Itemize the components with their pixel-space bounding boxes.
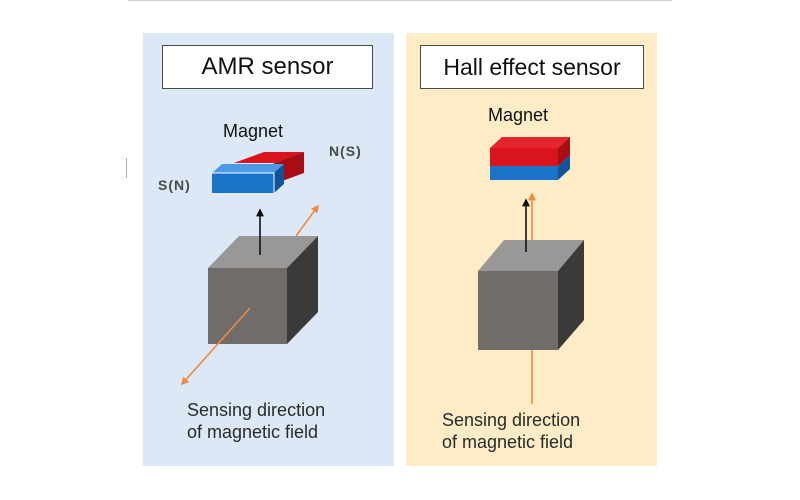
amr-sense-arrow-upper-icon bbox=[295, 204, 319, 237]
hall-title: Hall effect sensor bbox=[420, 45, 644, 89]
hall-magnet-red-front bbox=[490, 148, 558, 166]
hall-magnet bbox=[490, 137, 570, 180]
amr-title: AMR sensor bbox=[162, 45, 373, 89]
amr-pole-right-label: N(S) bbox=[329, 143, 362, 159]
hall-cube-top bbox=[478, 240, 584, 271]
amr-sensing-line1: Sensing direction bbox=[187, 400, 326, 420]
amr-magnet bbox=[212, 152, 304, 193]
hall-magnet-label: Magnet bbox=[488, 105, 549, 125]
top-divider bbox=[128, 0, 672, 1]
amr-cube-side bbox=[287, 236, 318, 344]
amr-magnet-blue-side bbox=[274, 164, 284, 193]
hall-cube bbox=[478, 240, 584, 350]
amr-cube-front bbox=[208, 268, 287, 344]
amr-cube-top bbox=[208, 236, 318, 268]
amr-magnet-label: Magnet bbox=[223, 121, 284, 141]
amr-magnet-blue-front bbox=[212, 173, 274, 193]
hall-sensing-line1: Sensing direction bbox=[442, 410, 581, 430]
amr-cube bbox=[208, 236, 318, 344]
amr-pole-left-label: S(N) bbox=[158, 177, 191, 193]
hall-magnet-blue-side bbox=[558, 155, 570, 180]
hall-sensing-line2: of magnetic field bbox=[442, 432, 574, 452]
hall-magnet-red-side bbox=[558, 137, 570, 166]
hall-sensing-caption: Sensing direction of magnetic field bbox=[442, 409, 580, 453]
hall-cube-side bbox=[558, 240, 584, 350]
hall-magnet-blue-front bbox=[490, 166, 558, 180]
hall-magnet-top bbox=[490, 137, 570, 148]
amr-magnet-edge bbox=[212, 172, 275, 193]
stray-mark bbox=[126, 158, 130, 178]
amr-sensing-caption: Sensing direction of magnetic field bbox=[187, 399, 325, 443]
amr-sense-arrow-lower-icon bbox=[180, 307, 251, 386]
hall-cube-front bbox=[478, 271, 558, 350]
amr-magnet-blue-top bbox=[212, 164, 284, 173]
amr-magnet-red-top bbox=[234, 152, 304, 163]
amr-sensing-line2: of magnetic field bbox=[187, 422, 319, 442]
